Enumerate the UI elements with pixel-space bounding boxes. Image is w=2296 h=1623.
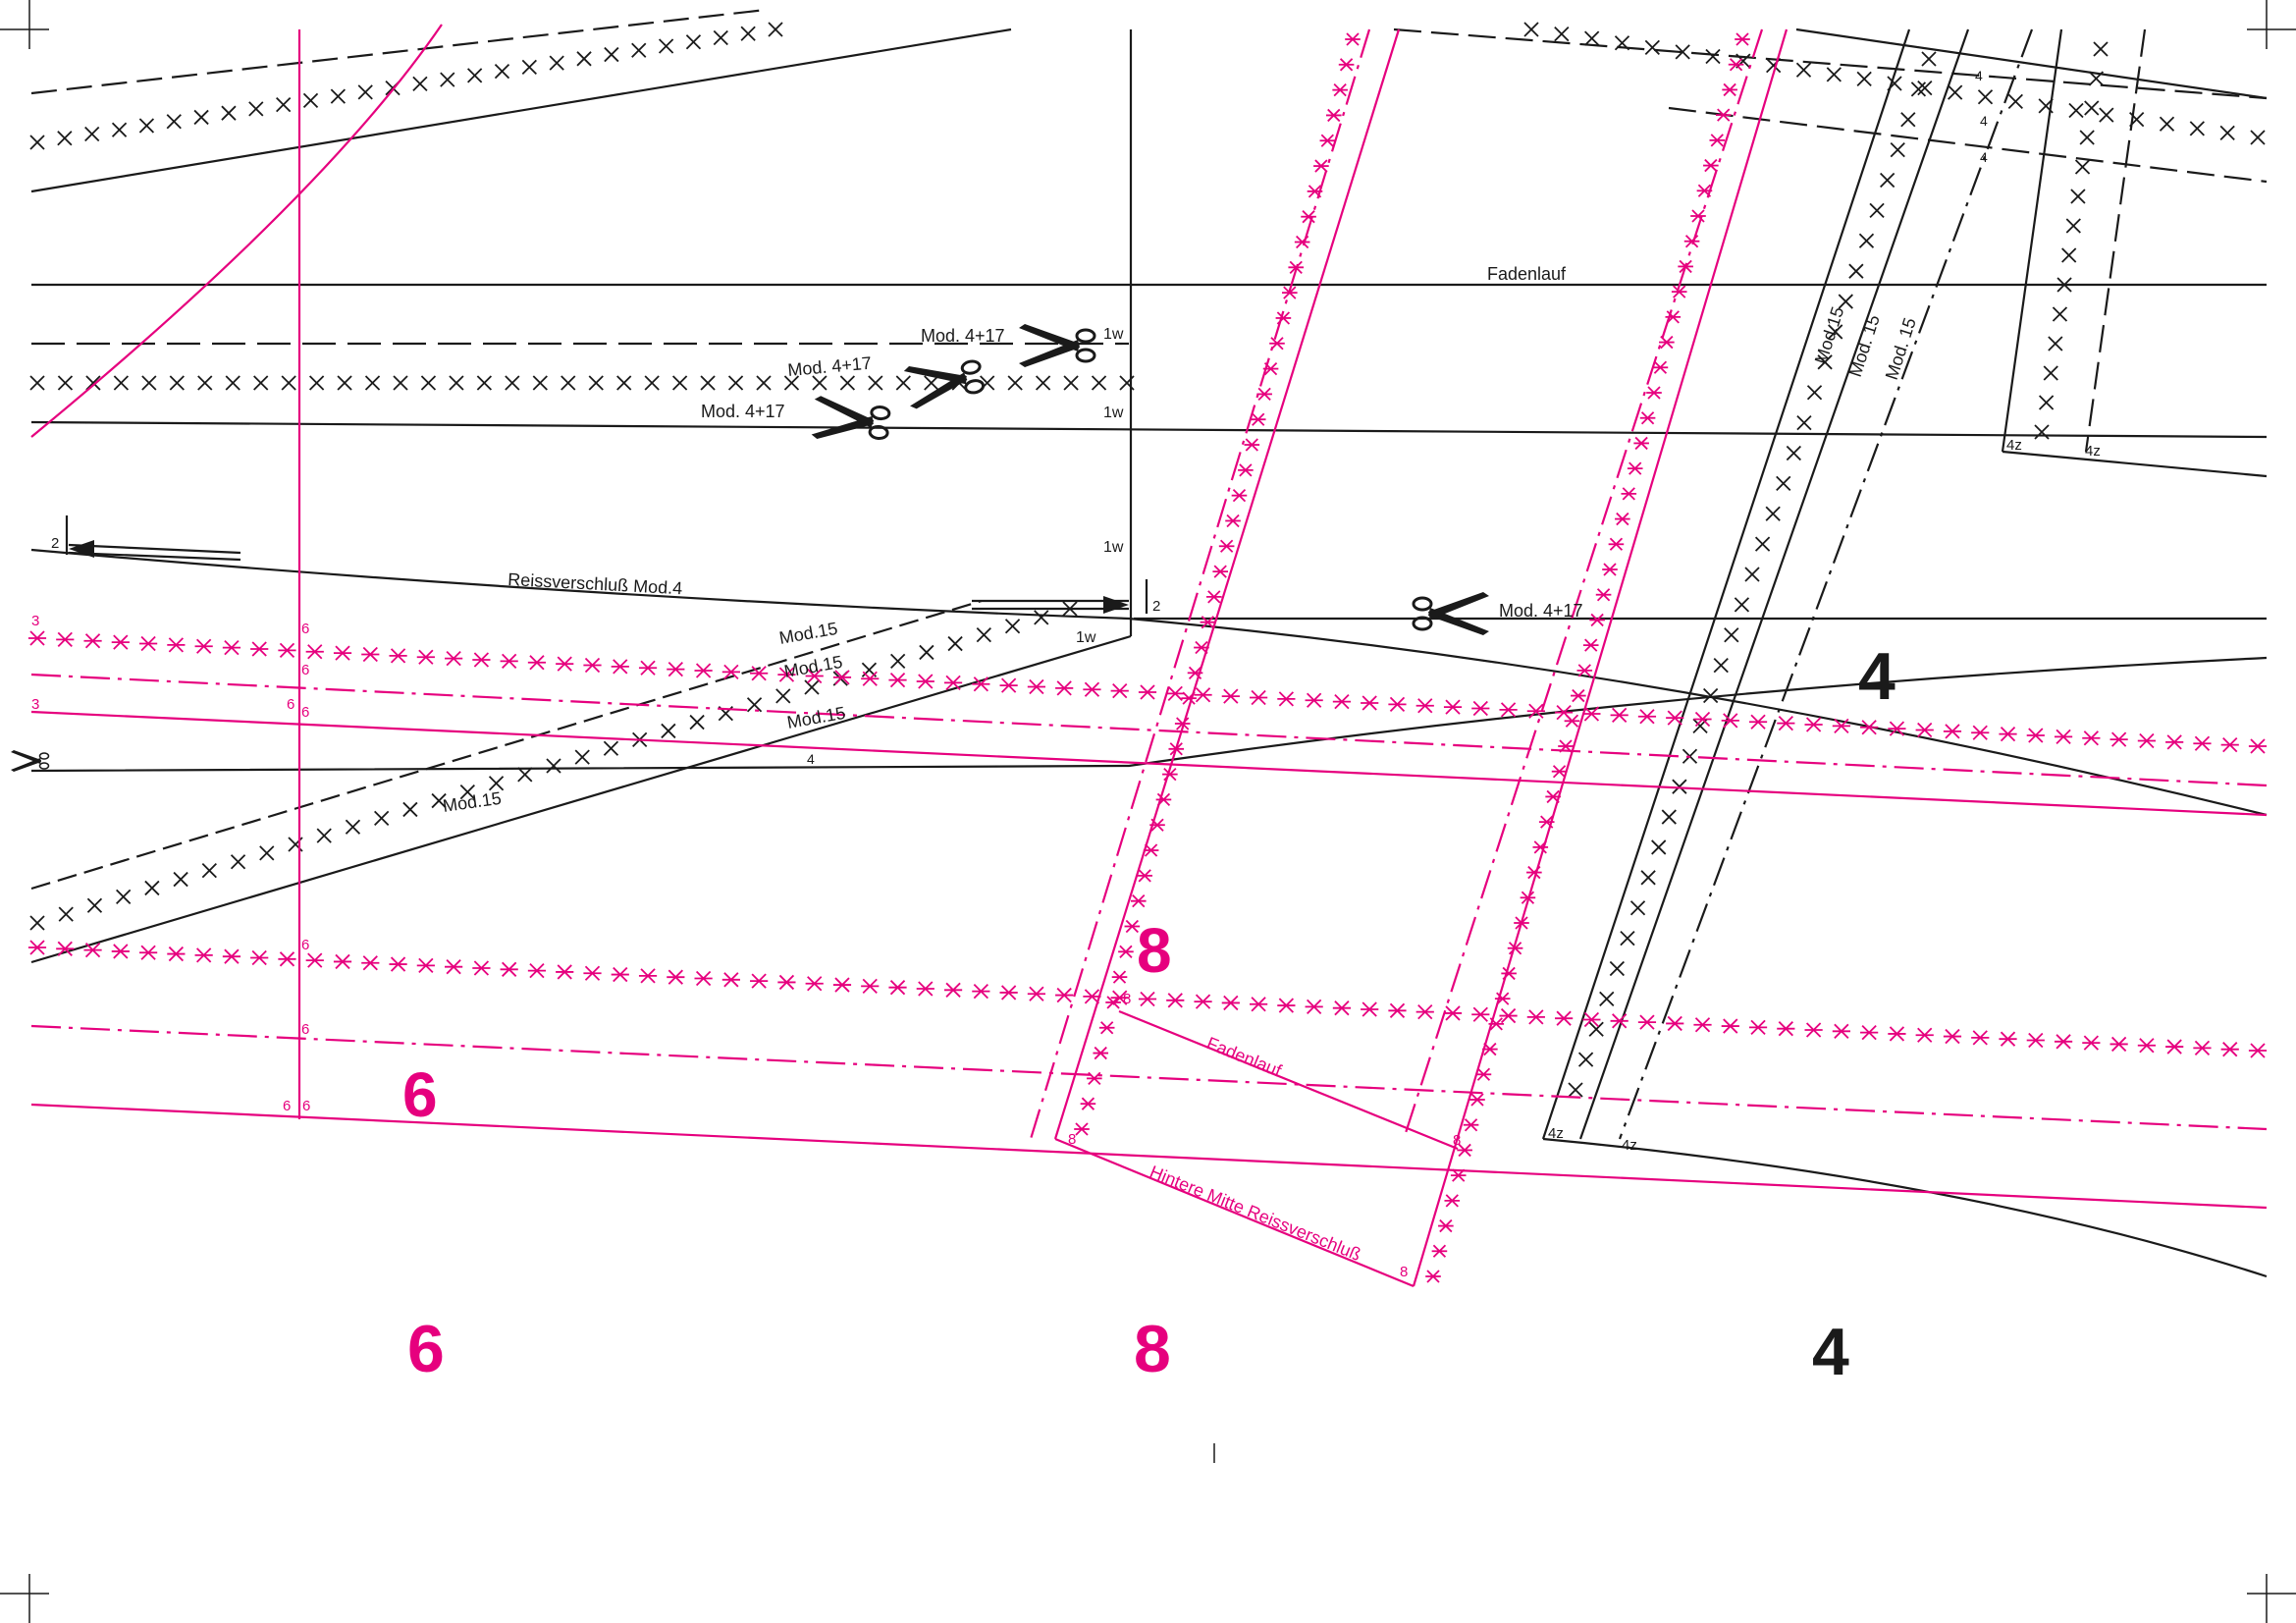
piece-number-8: 8	[1137, 915, 1172, 986]
n6-label: 6	[301, 704, 309, 721]
mod-15-label: Mod. 15	[1882, 315, 1920, 382]
n2-label: 2	[51, 535, 59, 552]
w1-label: 1w	[1076, 629, 1096, 646]
n4-label: 4	[1980, 113, 1988, 129]
n6-label: 6	[283, 1098, 291, 1114]
n6-label: 6	[301, 937, 309, 953]
piece-number-6: 6	[402, 1059, 438, 1130]
w1-label: 1w	[1103, 539, 1124, 556]
n6-label: 6	[301, 1021, 309, 1038]
n8-label: 8	[1400, 1264, 1408, 1280]
mod-15-label: Mod.15	[777, 619, 839, 648]
n6-label: 6	[287, 696, 294, 713]
fadenlauf-label: Fadenlauf	[1487, 264, 1567, 284]
asterisk-seams-magenta	[27, 32, 2268, 1283]
mod-4-17-label: Mod. 4+17	[787, 353, 873, 380]
mod-4-17-label: Mod. 4+17	[701, 402, 785, 421]
mod-15-label: Mod.15	[442, 788, 503, 816]
n4-label: 4	[1975, 68, 1983, 83]
z4-label: 4z	[1548, 1125, 1564, 1142]
piece-number-4: 4	[1858, 639, 1896, 714]
n8-label: 8	[1123, 991, 1131, 1007]
n8-label: 8	[1068, 1131, 1076, 1148]
n3-label: 3	[31, 696, 39, 713]
fadenlauf-label: Fadenlauf	[1204, 1033, 1286, 1081]
n3-label: 3	[31, 613, 39, 629]
z4-label: 4z	[2085, 443, 2101, 460]
n2-label: 2	[1152, 598, 1160, 615]
w1-label: 1w	[1103, 326, 1124, 343]
mod-15-label: Mod.15	[785, 703, 847, 732]
n6-label: 6	[301, 662, 309, 678]
w1-label: 1w	[1103, 405, 1124, 421]
cross-seams-black	[29, 22, 2266, 1098]
mod-4-17-label: Mod. 4+17	[921, 326, 1005, 346]
n6-label: 6	[301, 621, 309, 637]
pattern-lines-black	[30, 8, 2268, 1278]
n6-label: 6	[302, 1098, 310, 1114]
n4-label: 4	[807, 751, 815, 767]
n8-label: 8	[1453, 1132, 1461, 1149]
hintere-mitte-label: Hintere Mitte Reissverschluß	[1148, 1162, 1364, 1265]
grainline-arrow-icon	[69, 540, 1129, 614]
mod-15-label: Mod. 15	[1845, 312, 1884, 379]
piece-number-6-footer: 6	[407, 1312, 445, 1386]
n4-label: 4	[1980, 149, 1988, 165]
z4-label: 4z	[1622, 1137, 1637, 1154]
mod-4-17-label: Mod. 4+17	[1499, 601, 1583, 621]
piece-number-4-footer: 4	[1812, 1315, 1849, 1389]
piece-number-8-footer: 8	[1134, 1312, 1171, 1386]
pattern-lines-magenta	[30, 24, 2268, 1288]
z4-label: 4z	[2006, 437, 2022, 454]
reissverschluss-label: Reissverschluß Mod.4	[507, 569, 683, 598]
